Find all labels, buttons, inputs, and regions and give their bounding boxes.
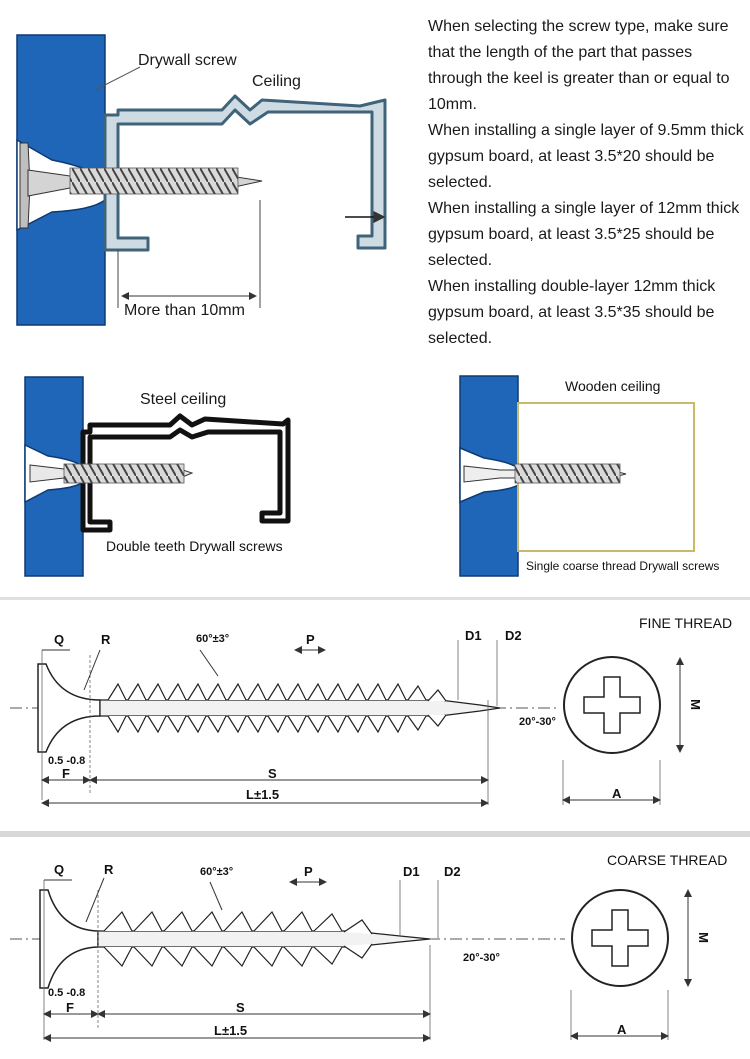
dim-s: S: [236, 1000, 245, 1015]
note-item: When installing a single layer of 9.5mm …: [428, 122, 744, 191]
dim-q: Q: [54, 862, 65, 877]
screw-thread: [63, 463, 185, 484]
main-ceiling-diagram: [16, 34, 387, 326]
coarse-thread-drawing: [10, 877, 692, 1042]
screw-body: [97, 930, 431, 948]
dim-tip-angle: 20°-30°: [519, 716, 556, 728]
phillips-recess: [591, 909, 649, 967]
wood-ceiling-title: Wooden ceiling: [565, 378, 661, 394]
note-item: When installing double-layer 12mm thick …: [428, 278, 716, 347]
coarse-thread-title: COARSE THREAD: [607, 852, 728, 868]
dim-angle: 60°±3°: [200, 866, 234, 878]
ceiling-keel: [103, 94, 387, 252]
note-item: When installing a single layer of 12mm t…: [428, 200, 740, 269]
dim-m: M: [695, 932, 711, 943]
screw-head: [19, 142, 31, 229]
dim-r: R: [101, 632, 111, 647]
dim-tip-angle: 20°-30°: [463, 952, 500, 964]
dim-d1: D1: [465, 628, 482, 643]
steel-ceiling-title: Steel ceiling: [140, 391, 227, 408]
wood-caption: Single coarse thread Drywall screws: [526, 559, 720, 573]
section-band: [0, 597, 750, 600]
dim-q: Q: [54, 632, 65, 647]
dim-l: L±1.5: [214, 1023, 248, 1038]
fine-thread-title: FINE THREAD: [639, 615, 733, 631]
dim-range: 0.5 -0.8: [48, 987, 86, 999]
dim-f: F: [66, 1000, 74, 1015]
screw-body: [99, 699, 501, 717]
screw-head: [37, 663, 101, 753]
thread-teeth: [107, 682, 447, 734]
steel-keel: [80, 413, 291, 533]
selection-notes: When selecting the screw type, make sure…: [428, 14, 746, 352]
phillips-recess: [583, 676, 641, 734]
note-item: When selecting the screw type, make sure…: [428, 18, 730, 113]
dim-d2: D2: [444, 864, 461, 879]
dim-f: F: [62, 766, 70, 781]
dim-p: P: [306, 632, 315, 647]
steel-caption: Double teeth Drywall screws: [106, 538, 283, 554]
section-band: [0, 831, 750, 837]
dim-d2: D2: [505, 628, 522, 643]
dim-range: 0.5 -0.8: [48, 755, 86, 767]
screw-thread: [514, 463, 621, 484]
dim-p: P: [304, 864, 313, 879]
screw-thread: [69, 167, 239, 195]
wood-ceiling-diagram: [459, 375, 695, 577]
steel-ceiling-diagram: [24, 376, 291, 577]
dim-r: R: [104, 862, 114, 877]
dim-m: M: [687, 699, 703, 710]
dim-angle: 60°±3°: [196, 633, 230, 645]
fine-thread-drawing: [10, 640, 684, 807]
dim-s: S: [268, 766, 277, 781]
dim-a: A: [612, 786, 622, 801]
ceiling-label: Ceiling: [252, 73, 301, 90]
screw-head: [39, 889, 99, 989]
drywall-screw-label: Drywall screw: [138, 52, 237, 69]
more-than-label: More than 10mm: [124, 302, 245, 319]
thread-teeth: [103, 910, 373, 968]
dim-l: L±1.5: [246, 787, 280, 802]
dim-d1: D1: [403, 864, 420, 879]
dim-a: A: [617, 1022, 627, 1037]
